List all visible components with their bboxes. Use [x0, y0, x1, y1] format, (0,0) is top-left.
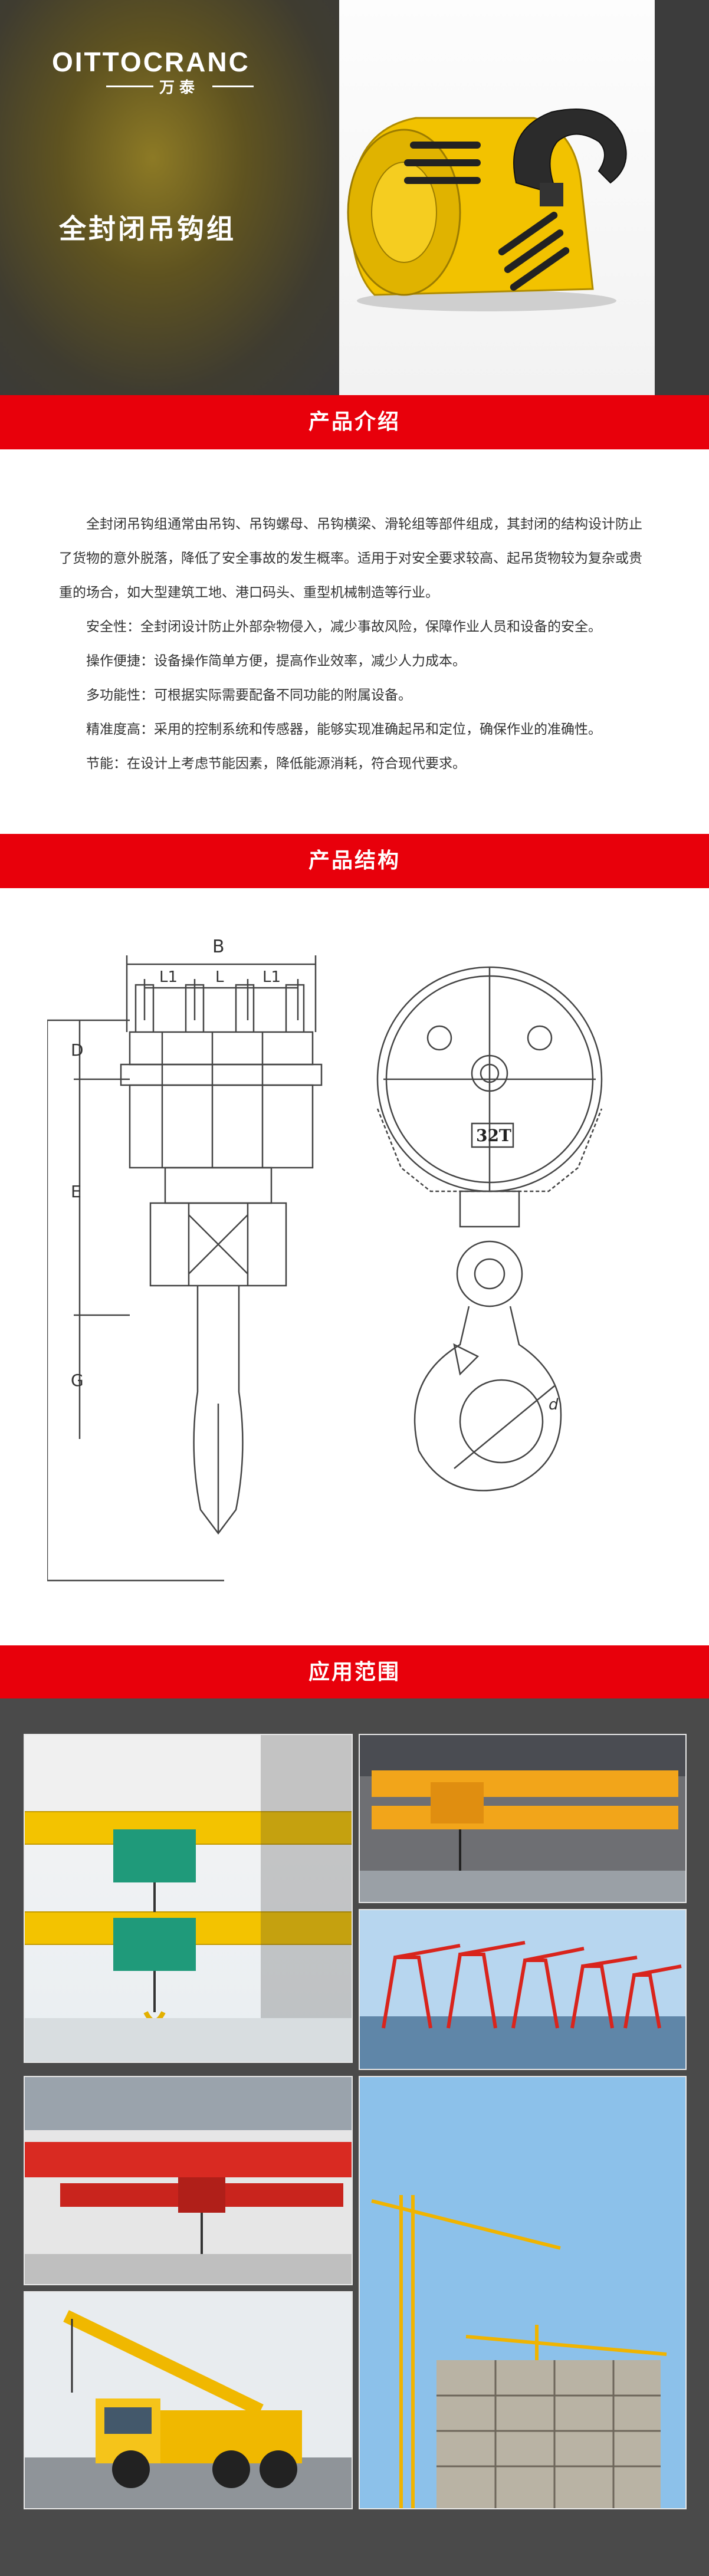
dimension-label-L1-right: L1 — [262, 968, 281, 986]
feature-energy-saving: 节能：在设计上考虑节能因素，降低能源消耗，符合现代要求。 — [86, 756, 466, 771]
logo-divider-right — [212, 86, 254, 87]
section-title-applications: 应用范围 — [308, 1660, 401, 1684]
feature-easy-operation: 操作便捷：设备操作简单方便，提高作业效率，减少人力成本。 — [86, 653, 466, 669]
hook-block-illustration — [347, 109, 627, 311]
dimension-label-L1-left: L1 — [159, 968, 178, 986]
hero-background-photo — [0, 0, 339, 395]
feature-multifunction: 多功能性：可根据实际需要配备不同功能的附属设备。 — [86, 688, 412, 703]
intro-paragraph: 全封闭吊钩组通常由吊钩、吊钩螺母、吊钩横梁、滑轮组等部件组成，其封闭的结构设计防… — [59, 517, 642, 600]
brand-logo-chinese: 万泰 — [159, 79, 200, 97]
capacity-label: 32T — [476, 1126, 511, 1145]
section-header-intro: 产品介绍 — [0, 395, 709, 449]
logo-divider-left — [106, 86, 153, 87]
dimension-label-d: d — [549, 1396, 559, 1414]
sheave-group — [120, 984, 323, 1169]
photo-overhead-crane-workshop — [24, 1734, 353, 2063]
section-header-applications: 应用范围 — [0, 1645, 709, 1700]
photo-red-overhead-crane — [24, 2076, 353, 2285]
feature-precision: 精准度高：采用的控制系统和传感器，能够实现准确起吊和定位，确保作业的准确性。 — [86, 722, 602, 737]
product-intro-text: 全封闭吊钩组通常由吊钩、吊钩螺母、吊钩横梁、滑轮组等部件组成，其封闭的结构设计防… — [59, 507, 655, 781]
dimension-label-E: E — [71, 1182, 81, 1201]
brand-logo: OITTOCRANC — [52, 47, 250, 77]
dimension-label-L: L — [215, 968, 224, 986]
section-header-structure: 产品结构 — [0, 834, 709, 888]
page-title: 全封闭吊钩组 — [59, 213, 236, 245]
photo-tower-crane-construction — [359, 2076, 687, 2509]
section-title-structure: 产品结构 — [308, 849, 401, 873]
technical-drawing: B L1 L L1 A D E G — [47, 937, 603, 1582]
dimension-label-D: D — [71, 1040, 84, 1060]
applications-gallery — [0, 1698, 709, 2576]
section-title-intro: 产品介绍 — [308, 410, 401, 434]
dimension-label-G: G — [71, 1371, 84, 1390]
front-view: 32T d — [376, 966, 603, 1491]
hero-banner: OITTOCRANC 万泰 全封闭吊钩组 — [0, 0, 709, 395]
feature-safety: 安全性：全封闭设计防止外部杂物侵入，减少事故风险，保障作业人员和设备的安全。 — [86, 619, 602, 635]
hero-side-strip — [655, 0, 709, 395]
dimension-label-B: B — [212, 937, 225, 957]
structure-area — [0, 888, 709, 1643]
capacity-plate — [471, 1122, 514, 1148]
photo-double-girder-crane — [359, 1734, 687, 1903]
photo-truck-crane — [24, 2291, 353, 2509]
photo-port-gantry-cranes — [359, 1909, 687, 2070]
